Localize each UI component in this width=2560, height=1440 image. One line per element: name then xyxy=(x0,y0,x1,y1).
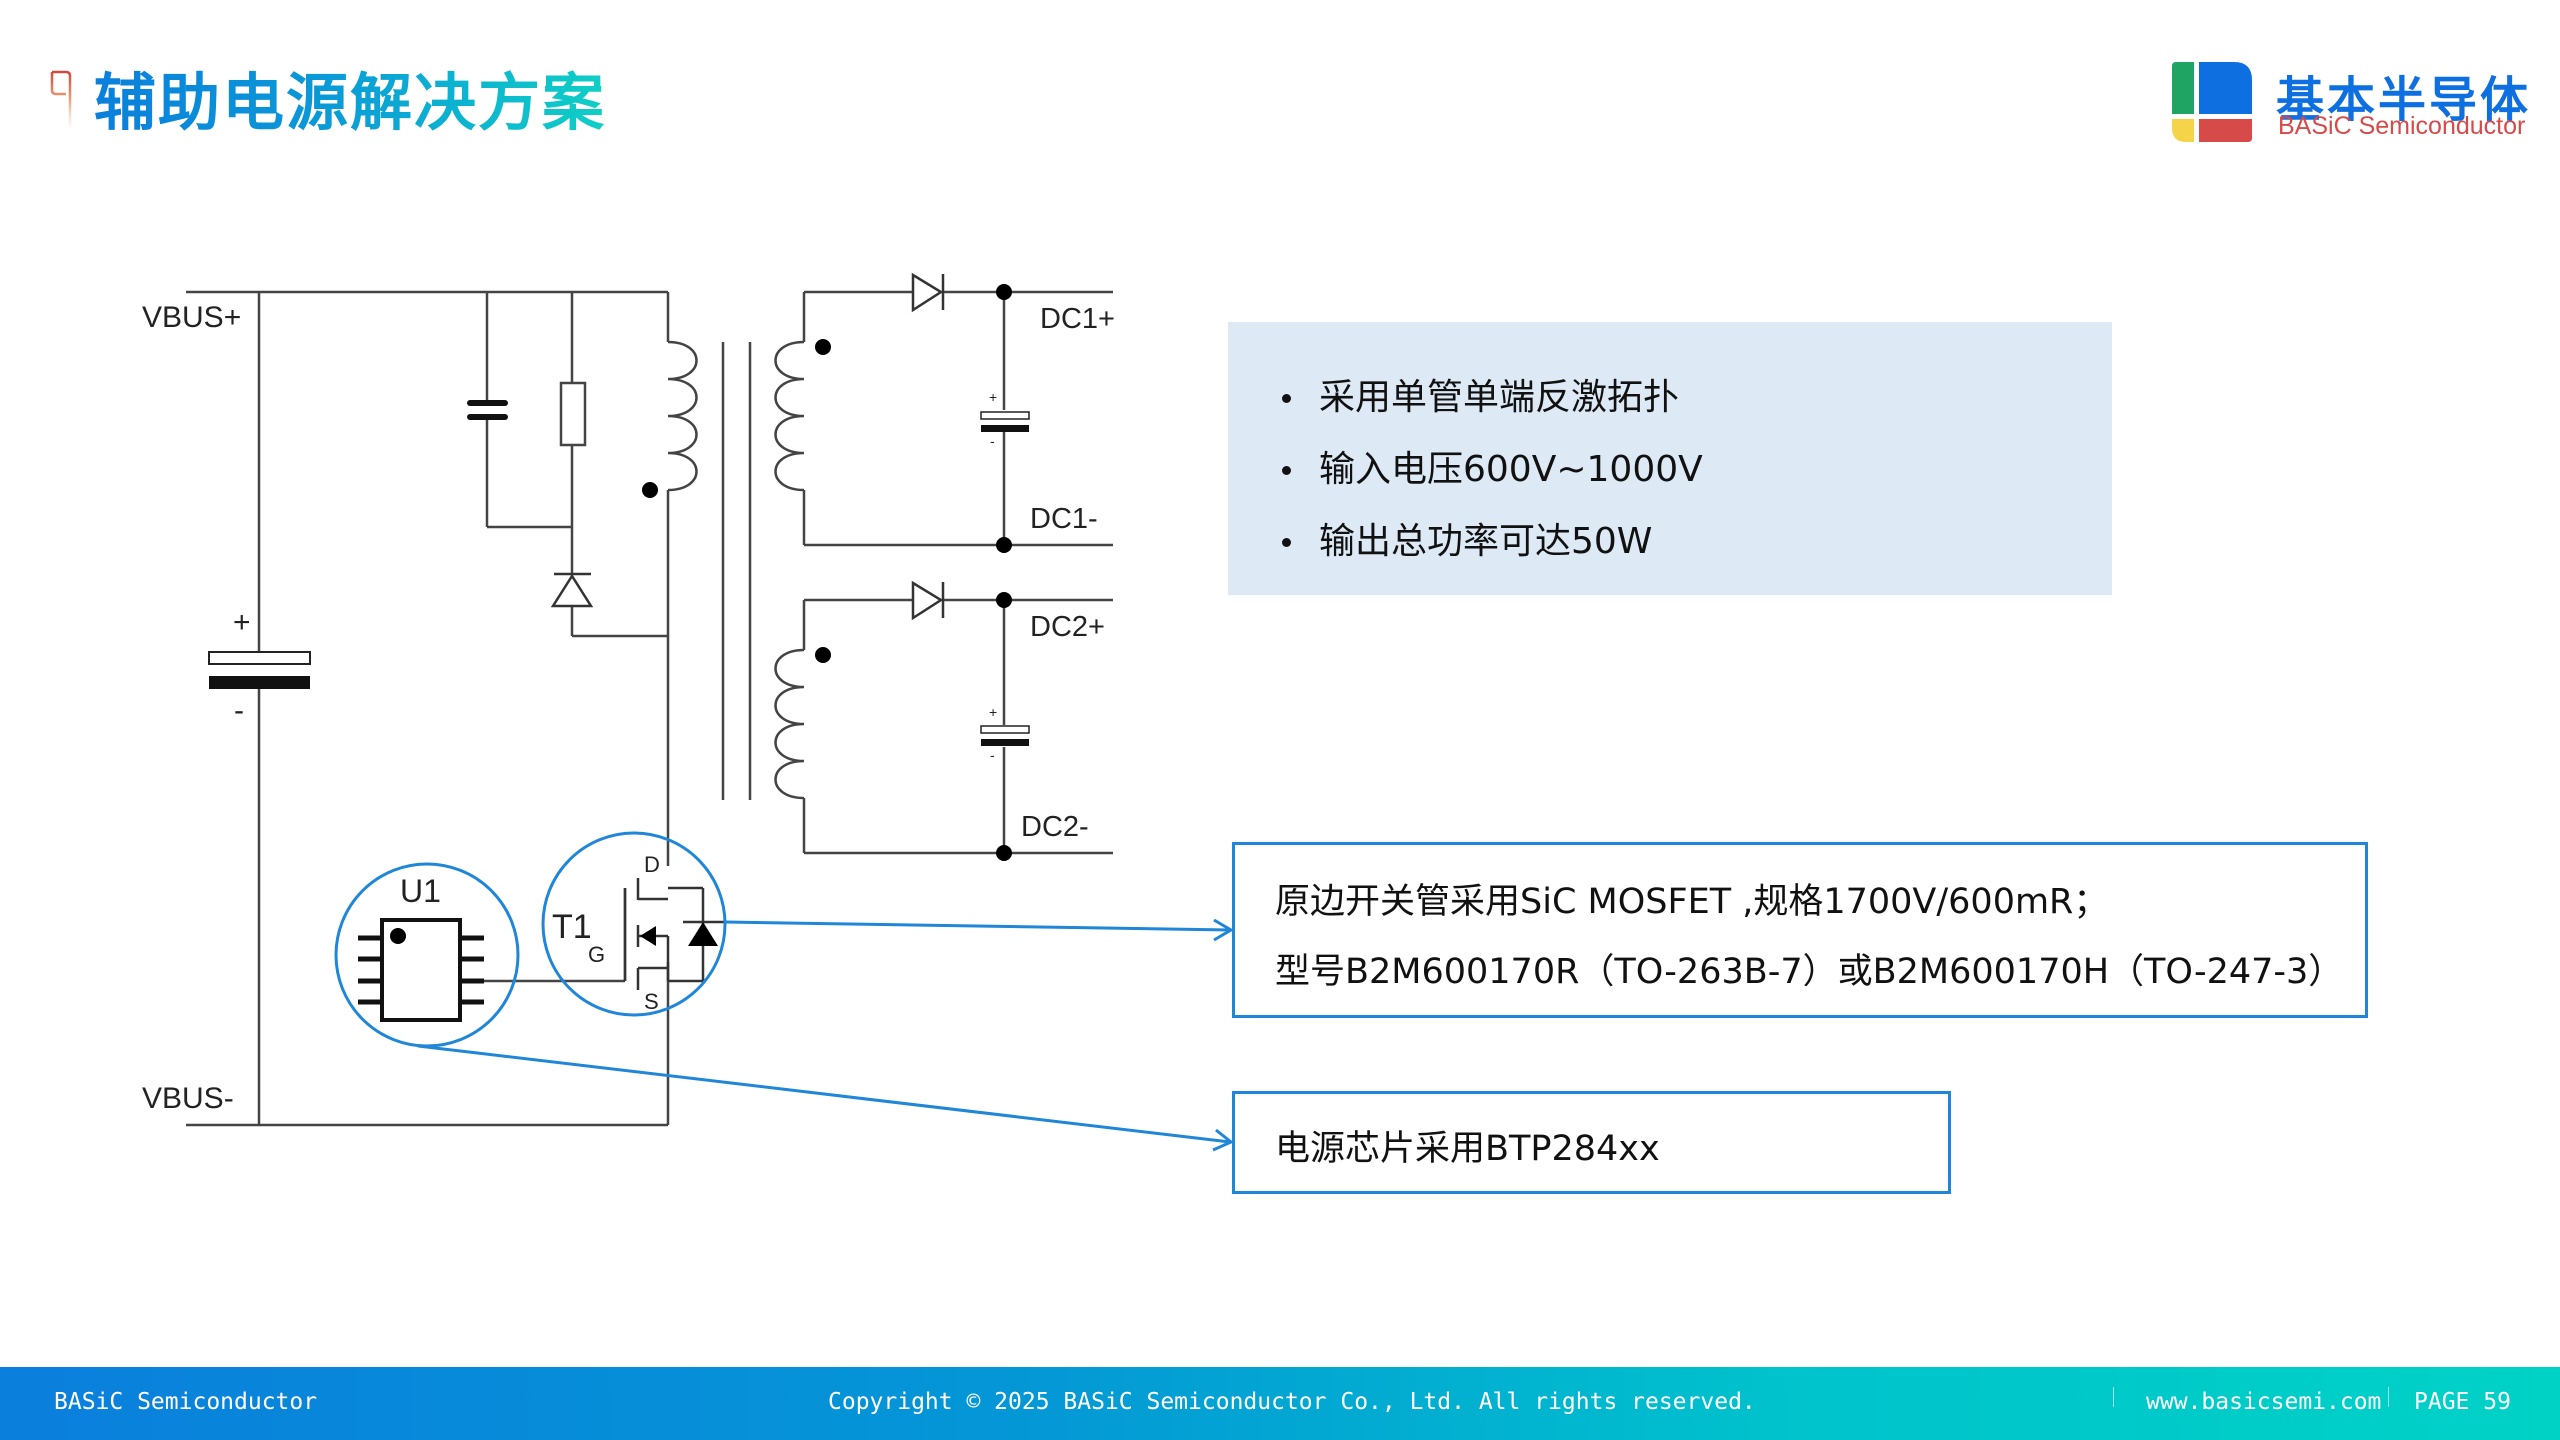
footer-copyright: Copyright © 2025 BASiC Semiconductor Co.… xyxy=(828,1389,1756,1415)
output-diode-2 xyxy=(911,580,945,621)
drain-label: D xyxy=(644,852,660,877)
output-capacitor-2 xyxy=(980,725,1030,746)
chip-callout-arrow-line xyxy=(417,1044,1231,1144)
out-cap-1-plus: + xyxy=(989,389,997,405)
snubber-diode xyxy=(550,572,594,608)
out-cap-1-minus: - xyxy=(990,433,995,449)
secondary-2-polarity-dot xyxy=(815,647,831,663)
mosfet-callout-arrow-line xyxy=(724,920,1231,932)
company-logo: 基本半导体 BASiC Semiconductor xyxy=(2172,62,2542,144)
footer-bar: BASiC Semiconductor Copyright © 2025 BAS… xyxy=(0,1367,2560,1440)
dc1-negative-label: DC1- xyxy=(1030,503,1098,535)
footer-website-link[interactable]: www.basicsemi.com xyxy=(2146,1389,2382,1415)
mosfet-t1 xyxy=(623,878,725,990)
mosfet-spec-line: 原边开关管采用SiC MOSFET ,规格1700V/600mR； xyxy=(1275,882,2109,922)
u1-label: U1 xyxy=(400,873,441,909)
mosfet-arrow-head-icon xyxy=(1213,918,1234,942)
footer-company: BASiC Semiconductor xyxy=(54,1389,318,1415)
secondary-1-polarity-dot xyxy=(815,339,831,355)
dc1-positive-label: DC1+ xyxy=(1040,303,1115,335)
snubber-capacitor xyxy=(467,400,508,420)
bulk-cap-minus-label: - xyxy=(234,694,244,727)
feature-item: 输出总功率可达50W xyxy=(1278,506,1703,578)
feature-summary-box: 采用单管单端反激拓扑 输入电压600V~1000V 输出总功率可达50W xyxy=(1228,322,2112,595)
logo-mark-icon xyxy=(2172,62,2252,142)
bulk-capacitor xyxy=(208,651,311,689)
mosfet-callout-box: 原边开关管采用SiC MOSFET ,规格1700V/600mR； 型号B2M6… xyxy=(1232,842,2368,1018)
chip-callout-box: 电源芯片采用BTP284xx xyxy=(1232,1091,1951,1194)
dc2-positive-label: DC2+ xyxy=(1030,611,1105,643)
secondary-winding-2 xyxy=(774,648,805,800)
primary-winding xyxy=(667,340,698,492)
title-bracket-icon xyxy=(50,70,72,128)
out-cap-2-minus: - xyxy=(990,747,995,763)
controller-chip-u1 xyxy=(358,918,484,1022)
footer-page-number: PAGE 59 xyxy=(2414,1389,2511,1415)
logo-chinese-name: 基本半导体 xyxy=(2276,72,2532,128)
source-label: S xyxy=(644,989,659,1014)
footer-divider xyxy=(2388,1387,2389,1407)
chip-spec-line: 电源芯片采用BTP284xx xyxy=(1275,1129,1660,1169)
secondary-winding-1 xyxy=(774,340,805,492)
bulk-cap-plus-label: + xyxy=(233,606,251,639)
bullet-icon xyxy=(1282,537,1291,547)
t1-label: T1 xyxy=(552,908,592,946)
footer-divider xyxy=(2113,1387,2114,1407)
logo-english-name: BASiC Semiconductor xyxy=(2278,112,2526,140)
bullet-icon xyxy=(1282,465,1291,475)
highlight-annotations xyxy=(334,831,1234,1152)
vbus-positive-label: VBUS+ xyxy=(142,301,241,334)
snubber-resistor xyxy=(559,381,587,447)
gate-label: G xyxy=(588,942,605,967)
bullet-icon xyxy=(1282,393,1291,403)
page-title: 辅助电源解决方案 xyxy=(94,52,606,142)
primary-polarity-dot xyxy=(642,482,658,498)
out-cap-2-plus: + xyxy=(989,704,997,720)
vbus-negative-label: VBUS- xyxy=(142,1082,234,1115)
feature-list: 采用单管单端反激拓扑 输入电压600V~1000V 输出总功率可达50W xyxy=(1278,362,1703,578)
output-capacitor-1 xyxy=(980,411,1030,432)
junction-dots xyxy=(996,284,1012,861)
output-diode-1 xyxy=(911,272,945,313)
dc2-negative-label: DC2- xyxy=(1021,811,1089,843)
t1-highlight-circle xyxy=(541,831,727,1017)
schematic-wires xyxy=(186,290,1113,1127)
feature-item: 采用单管单端反激拓扑 xyxy=(1278,362,1703,434)
chip-arrow-head-icon xyxy=(1212,1128,1234,1152)
mosfet-part-line: 型号B2M600170R（TO-263B-7）或B2M600170H（TO-24… xyxy=(1275,952,2344,992)
feature-item: 输入电压600V~1000V xyxy=(1278,434,1703,506)
